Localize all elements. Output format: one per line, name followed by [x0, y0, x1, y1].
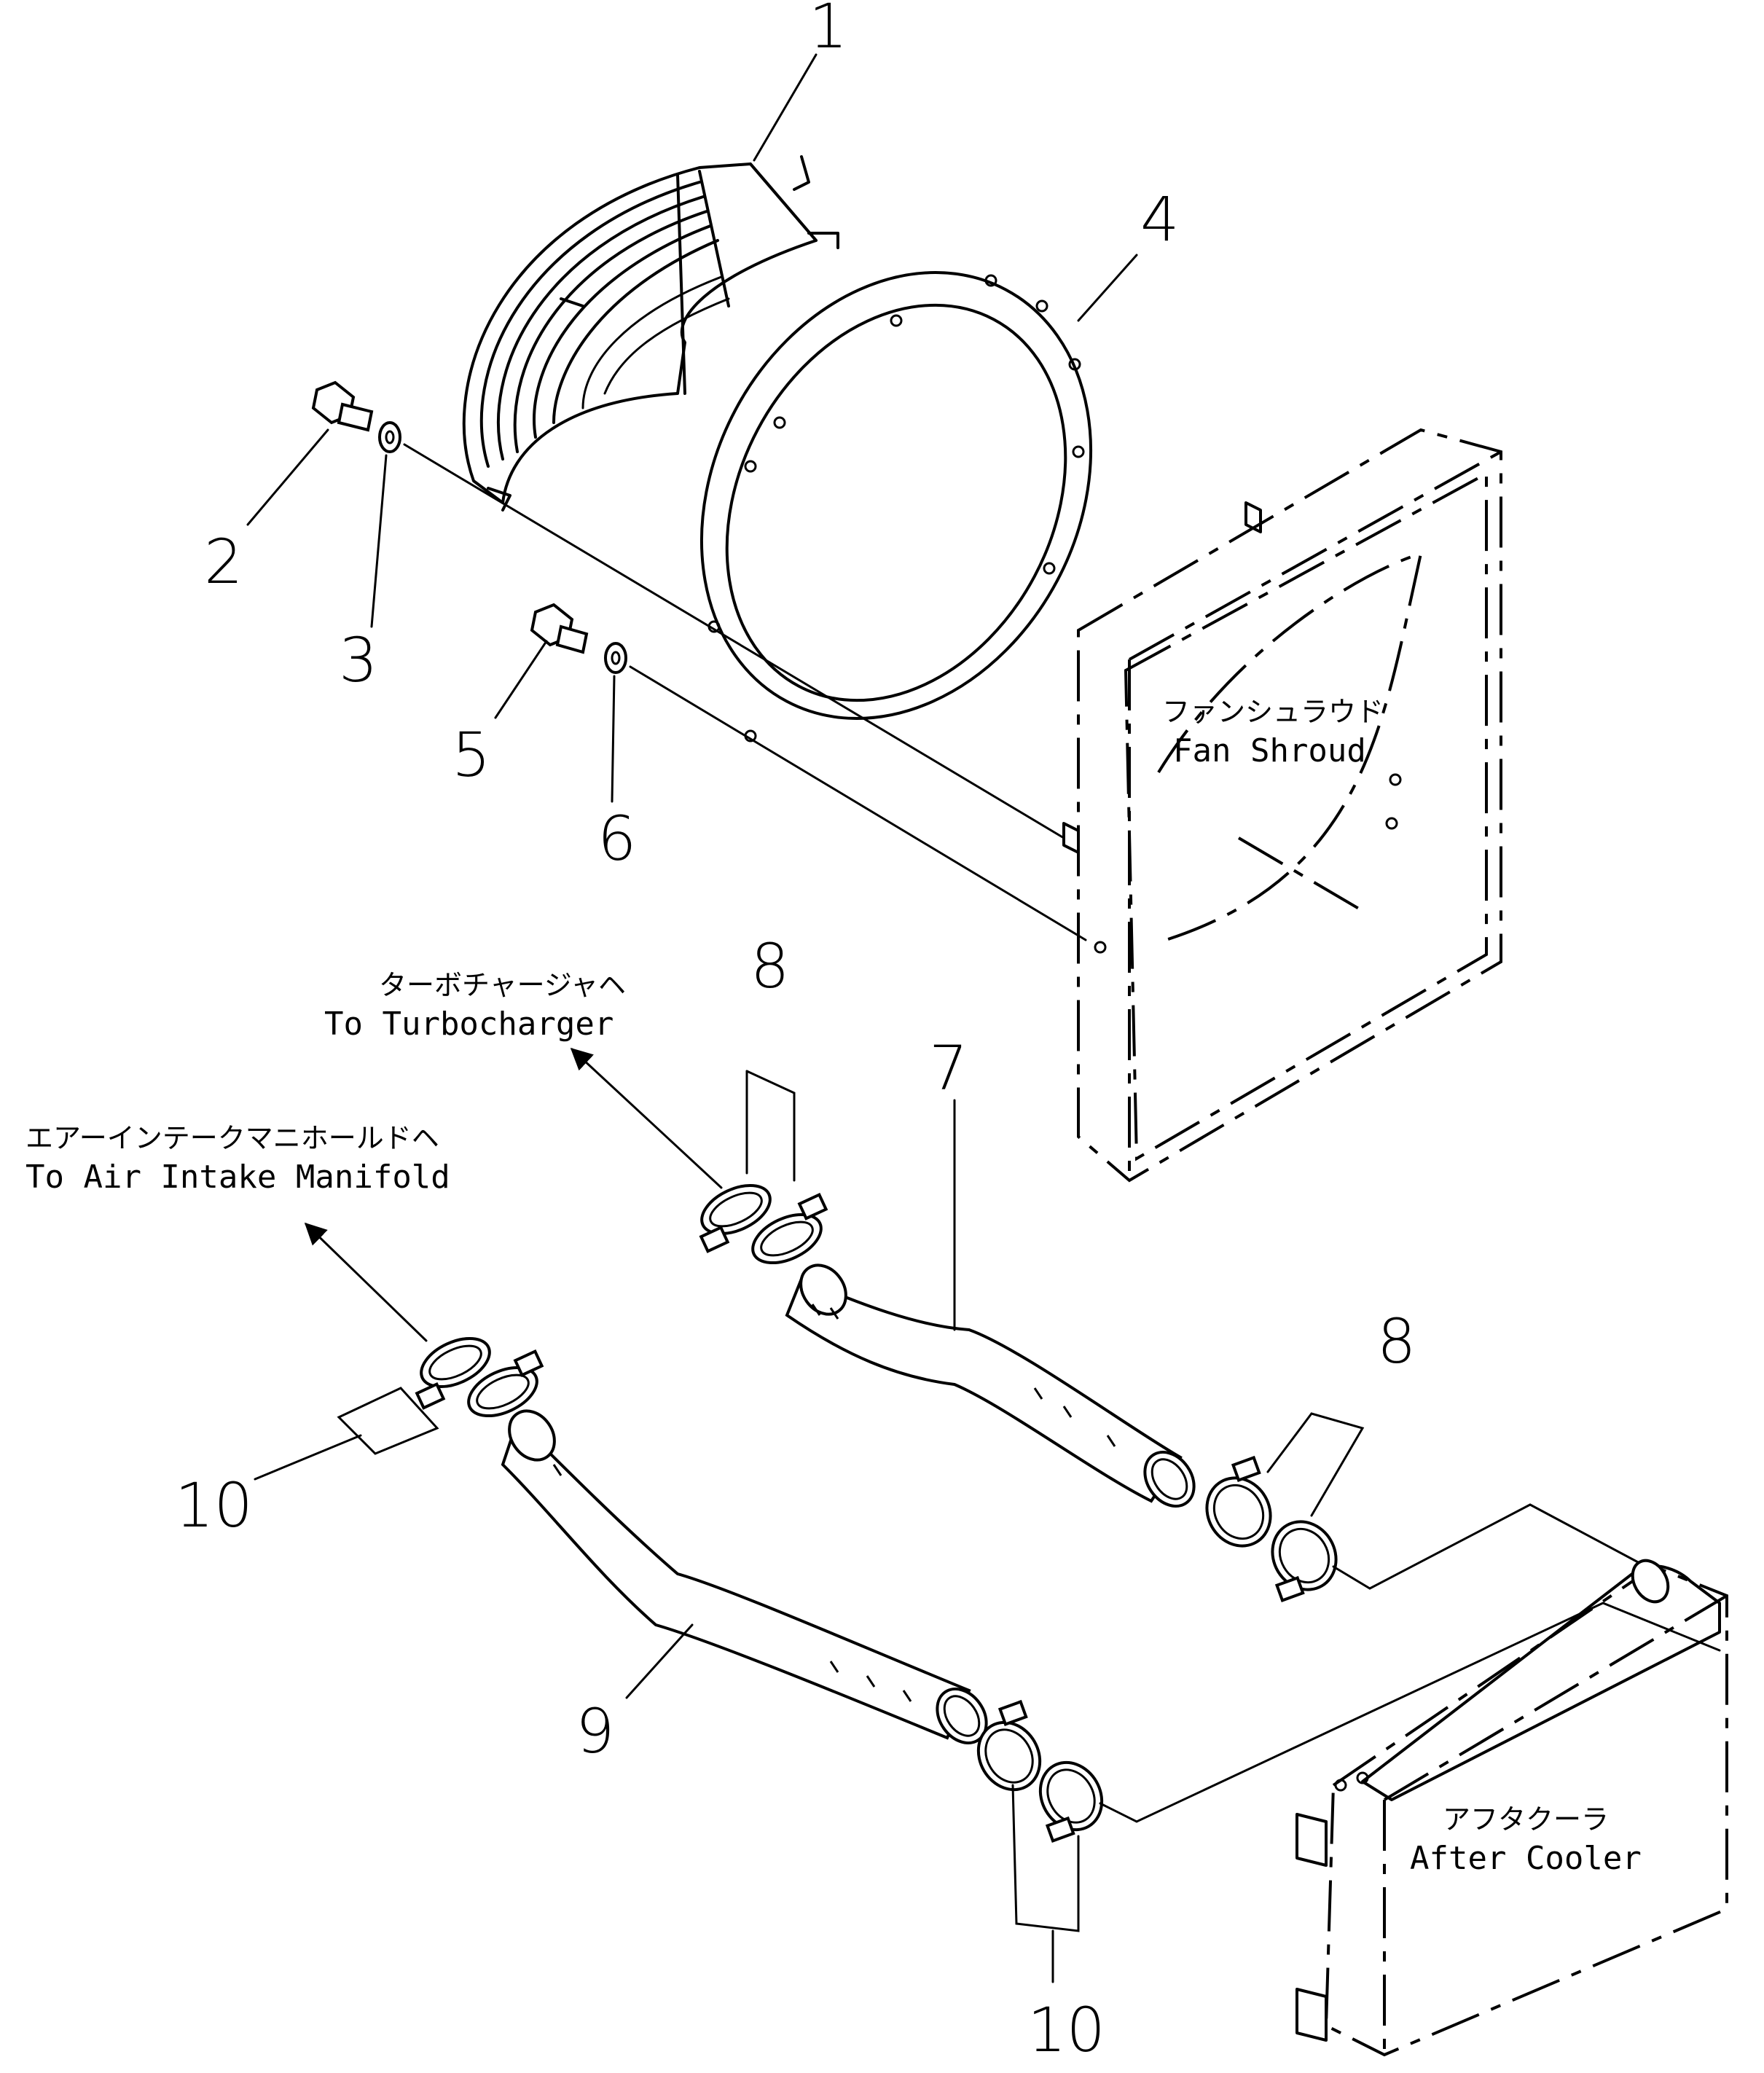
clamp-8-lower-a — [1205, 1455, 1272, 1548]
svg-text:6: 6 — [597, 803, 636, 874]
svg-text:5: 5 — [452, 719, 490, 791]
turbocharger-label-en: To Turbocharger — [324, 1006, 614, 1043]
callout-1: 1 — [753, 0, 847, 162]
fan-shroud-label-jp: ファンシュラウド — [1162, 696, 1384, 728]
gasket-ring-part — [699, 271, 1093, 742]
turbocharger-label-jp: ターボチャージャヘ — [379, 969, 626, 1001]
fan-shroud-label-en: Fan Shroud — [1173, 732, 1366, 769]
aftercooler-outline: アフタクーラ After Cooler — [1295, 1559, 1728, 2057]
svg-text:4: 4 — [1140, 184, 1179, 255]
hose-9-part — [501, 1409, 988, 1745]
clamp-10-upper-a — [415, 1336, 491, 1410]
assembly-line-bolt-5 — [629, 665, 1087, 941]
aftercooler-label-en: After Cooler — [1410, 1840, 1642, 1877]
fan-shroud-outline: ファンシュラウド Fan Shroud — [1062, 428, 1502, 1183]
callout-2: 2 — [204, 428, 329, 597]
clamp-8-upper-a — [699, 1183, 772, 1253]
svg-text:3: 3 — [339, 624, 377, 696]
svg-text:8: 8 — [1377, 1306, 1416, 1377]
callout-9: 9 — [576, 1623, 694, 1767]
callout-5: 5 — [452, 640, 548, 791]
bolt-5-part — [530, 603, 589, 654]
callout-4: 4 — [1077, 184, 1179, 322]
washer-6-part — [604, 642, 627, 674]
clamp-8-upper-b — [751, 1192, 828, 1265]
manifold-label-jp: エアーインテークマニホールドヘ — [26, 1122, 439, 1154]
svg-text:8: 8 — [750, 930, 789, 1002]
svg-text:10: 10 — [175, 1470, 253, 1541]
callout-6: 6 — [597, 675, 636, 874]
svg-text:2: 2 — [204, 526, 243, 597]
arrow-to-air-intake-manifold — [304, 1222, 428, 1342]
assembly-line-to-aftercooler-upper — [1332, 1503, 1641, 1590]
clamp-10-lower-b — [1038, 1760, 1104, 1843]
air-intake-manifold-destination: エアーインテークマニホールドヘ To Air Intake Manifold — [26, 1122, 450, 1342]
svg-text:10: 10 — [1027, 1994, 1105, 2066]
aftercooler-label-jp: アフタクーラ — [1443, 1803, 1609, 1835]
svg-text:7: 7 — [929, 1032, 968, 1104]
assembly-line-to-aftercooler-lower — [1099, 1602, 1721, 1823]
callout-7: 7 — [929, 1032, 968, 1331]
turbocharger-destination: ターボチャージャヘ To Turbocharger — [324, 969, 723, 1189]
svg-text:1: 1 — [809, 0, 847, 62]
callout-8-upper: 8 — [745, 930, 796, 1182]
fan-guard-part — [462, 155, 839, 512]
callout-10-upper: 10 — [175, 1387, 439, 1541]
clamp-10-upper-b — [467, 1349, 544, 1418]
clamp-10-lower-a — [976, 1699, 1042, 1792]
hose-7-part — [785, 1263, 1196, 1508]
washer-3-part — [378, 421, 401, 453]
callout-3: 3 — [339, 454, 388, 696]
manifold-label-en: To Air Intake Manifold — [26, 1159, 450, 1196]
clamp-8-lower-b — [1271, 1520, 1338, 1602]
callout-10-lower: 10 — [1011, 1784, 1105, 2066]
callout-8-lower: 8 — [1266, 1306, 1416, 1517]
arrow-to-turbocharger — [570, 1047, 723, 1189]
svg-text:9: 9 — [576, 1696, 614, 1767]
bolt-2-part — [311, 380, 374, 432]
assembly-line-bolt-2 — [403, 443, 1065, 839]
